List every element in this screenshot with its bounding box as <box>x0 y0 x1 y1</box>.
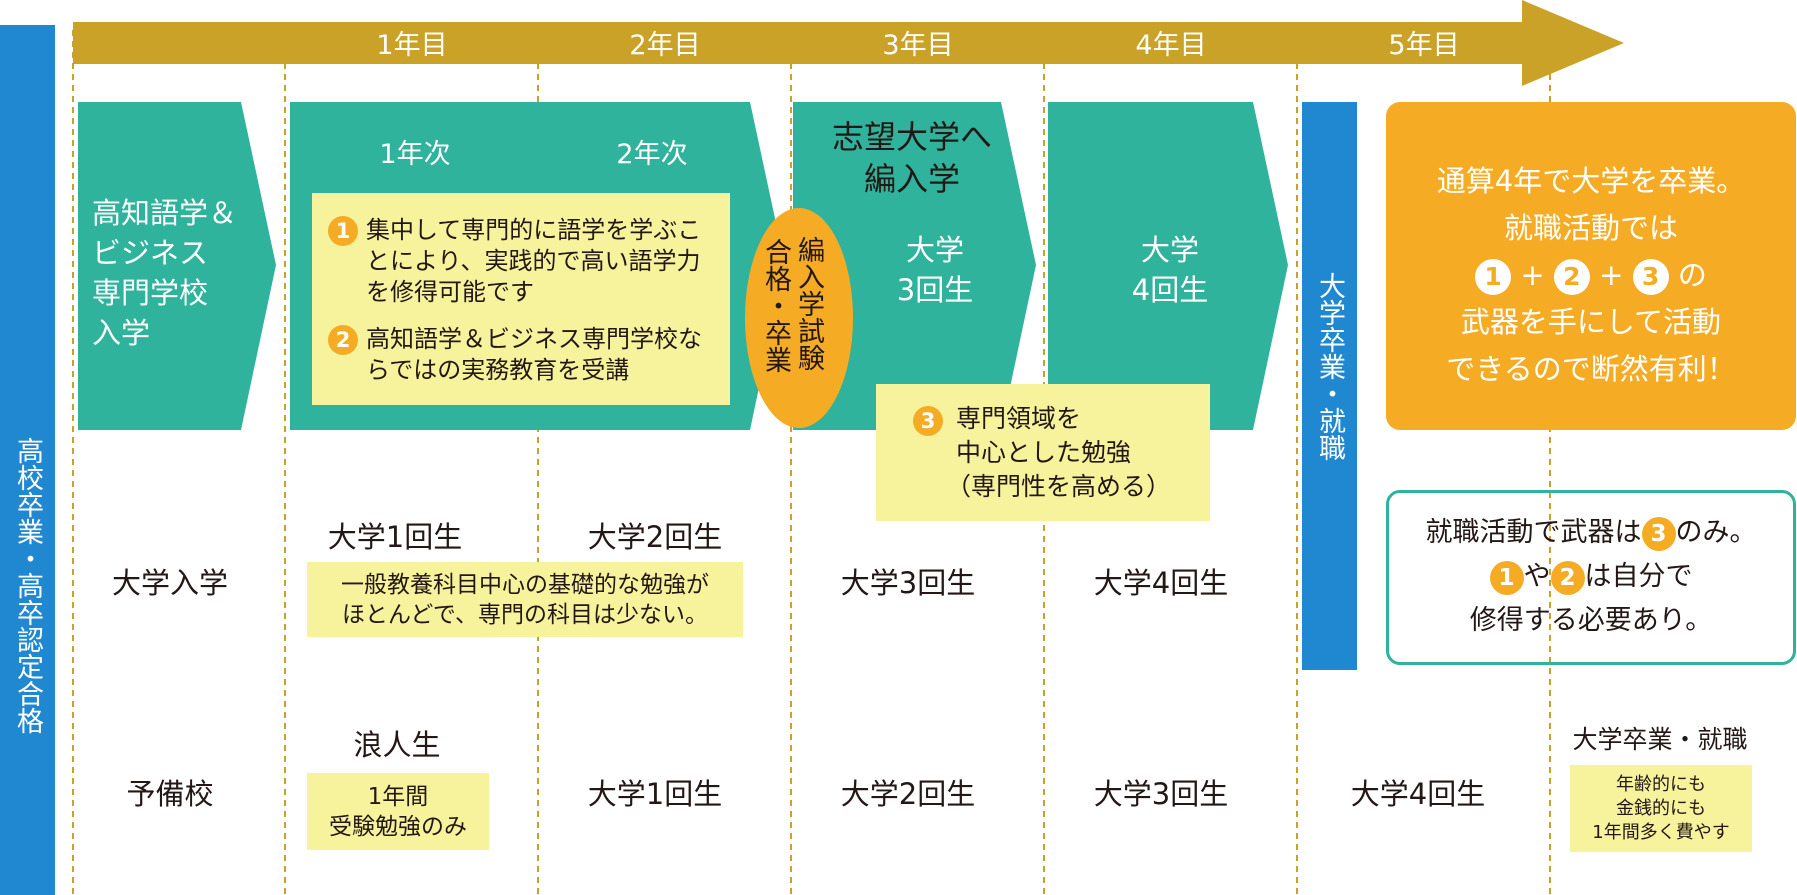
marker-one-icon: 1 <box>1475 259 1512 295</box>
bottom-year3: 大学2回生 <box>840 777 976 811</box>
transfer-oval-line-2: 合格・卒業 <box>760 238 791 373</box>
plus-sign: + <box>1599 258 1624 292</box>
summary-line-2: 就職活動では <box>1503 211 1678 245</box>
transfer-title-line: 志望大学へ <box>831 118 992 156</box>
middle-note-line: ほとんどで、専門の科目は少ない。 <box>342 602 708 628</box>
final-note-line: 年齢的にも <box>1616 774 1706 795</box>
school-entry-line: 高知語学＆ <box>92 196 238 230</box>
univ3-arrow <box>793 102 1036 430</box>
middle-year2: 大学2回生 <box>587 520 723 554</box>
top-univ4: 大学 4回生 <box>1105 230 1235 310</box>
middle-note-line: 一般教養科目中心の基礎的な勉強が <box>341 572 709 598</box>
plus-sign: + <box>1520 258 1545 292</box>
benefit-3-text: 専門領域を 中心とした勉強 （専門性を高める） <box>914 402 1210 504</box>
marker-three-icon: 3 <box>1641 516 1676 551</box>
top-univ4-line: 大学 <box>1140 233 1199 267</box>
top-univ4-line: 4回生 <box>1131 273 1209 307</box>
top-univ3-line: 大学 <box>905 233 964 267</box>
benefit-item-1: 1 集中して専門的に語学を学ぶことにより、実践的で高い語学力を修得可能です <box>328 215 716 308</box>
school-entry-line: 専門学校 <box>92 276 209 310</box>
timeline-arrow <box>73 0 1624 86</box>
summary-line-1: 通算4年で大学を卒業。 <box>1436 164 1746 198</box>
transfer-oval-line-1: 編入学試験 <box>793 236 824 371</box>
middle-path-label: 大学入学 <box>111 566 228 600</box>
middle-year3: 大学3回生 <box>840 566 976 600</box>
bottom-ronin: 浪人生 <box>353 728 441 762</box>
final-note-line: 金銭的にも <box>1616 798 1706 819</box>
year-label-4: 4年目 <box>1135 30 1207 61</box>
final-note-line: 1年間多く費やす <box>1592 822 1730 843</box>
ronin-note: 1年間 受験勉強のみ <box>307 773 489 850</box>
marker-three-icon: 3 <box>913 406 943 436</box>
ronin-note-line: 1年間 <box>367 784 429 810</box>
marker-two-icon: 2 <box>328 325 358 355</box>
comparison-line-2-mid: や <box>1523 561 1551 592</box>
benefit-3-line: （専門性を高める） <box>946 472 1172 501</box>
side-bar: 高校卒業・高卒認定合格 <box>0 25 55 895</box>
marker-two-icon: 2 <box>1550 560 1585 595</box>
benefit-3-line: 中心とした勉強 <box>956 438 1132 467</box>
marker-one-icon: 1 <box>1489 560 1524 595</box>
year-label-2: 2年目 <box>629 30 701 61</box>
benefit-box: 1 集中して専門的に語学を学ぶことにより、実践的で高い語学力を修得可能です 2 … <box>312 193 730 405</box>
school-entry-line: 入学 <box>92 316 151 350</box>
middle-year1: 大学1回生 <box>327 520 463 554</box>
transfer-title-line: 編入学 <box>863 160 960 198</box>
year-label-3: 3年目 <box>882 30 954 61</box>
marker-two-icon: 2 <box>1553 259 1590 295</box>
bottom-year4: 大学3回生 <box>1093 777 1229 811</box>
ronin-note-line: 受験勉強のみ <box>329 814 467 840</box>
graduation-label: 大学卒業・就職 <box>1314 272 1345 461</box>
benefit-1-text: 集中して専門的に語学を学ぶことにより、実践的で高い語学力を修得可能です <box>366 216 702 306</box>
bottom-year2: 大学1回生 <box>587 777 723 811</box>
benefit-2-text: 高知語学＆ビジネス専門学校ならではの実務教育を受講 <box>366 325 702 384</box>
comparison-line-2-suffix: は自分で <box>1584 561 1693 592</box>
school-entry-text: 高知語学＆ ビジネス 専門学校 入学 <box>92 193 237 353</box>
summary-line-3: 1 + 2 + 3 の <box>1386 252 1796 299</box>
bottom-path-label: 予備校 <box>126 777 214 811</box>
marker-one-icon: 1 <box>328 216 358 246</box>
top-univ3-line: 3回生 <box>896 273 974 307</box>
bottom-final: 大学卒業・就職 <box>1572 725 1748 754</box>
middle-note: 一般教養科目中心の基礎的な勉強が ほとんどで、専門の科目は少ない。 <box>307 562 743 637</box>
final-note: 年齢的にも 金銭的にも 1年間多く費やす <box>1570 765 1752 852</box>
school-year2-label: 2年次 <box>616 139 688 170</box>
summary-line-3-suffix: の <box>1677 258 1707 292</box>
comparison-line-1-prefix: 就職活動で武器は <box>1425 517 1642 548</box>
middle-year4: 大学4回生 <box>1093 566 1229 600</box>
benefit-item-2: 2 高知語学＆ビジネス専門学校ならではの実務教育を受講 <box>328 324 716 386</box>
summary-line-4: 武器を手にして活動 <box>1460 305 1722 339</box>
top-univ3: 大学 3回生 <box>870 230 1000 310</box>
side-label: 高校卒業・高卒認定合格 <box>12 436 43 734</box>
comparison-line-3: 修得する必要あり。 <box>1469 605 1713 636</box>
bottom-year5: 大学4回生 <box>1350 777 1486 811</box>
year-label-1: 1年目 <box>376 30 448 61</box>
benefit-3-box: 3 専門領域を 中心とした勉強 （専門性を高める） <box>876 384 1210 521</box>
transfer-title: 志望大学へ 編入学 <box>812 116 1012 200</box>
year-label-5: 5年目 <box>1388 30 1460 61</box>
summary-line-5: できるので断然有利！ <box>1446 352 1736 386</box>
school-entry-arrow <box>78 102 276 430</box>
benefit-3-line: 専門領域を <box>956 404 1082 433</box>
transfer-oval <box>745 208 853 428</box>
summary-box: 通算4年で大学を卒業。 就職活動では 1 + 2 + 3 の 武器を手にして活動… <box>1386 102 1796 430</box>
marker-three-icon: 3 <box>1632 259 1669 295</box>
school-entry-line: ビジネス <box>92 236 209 270</box>
graduation-bar: 大学卒業・就職 <box>1302 102 1357 670</box>
school-year1-label: 1年次 <box>379 139 451 170</box>
comparison-line-1-suffix: のみ。 <box>1675 517 1757 548</box>
univ4-arrow <box>1048 102 1288 430</box>
